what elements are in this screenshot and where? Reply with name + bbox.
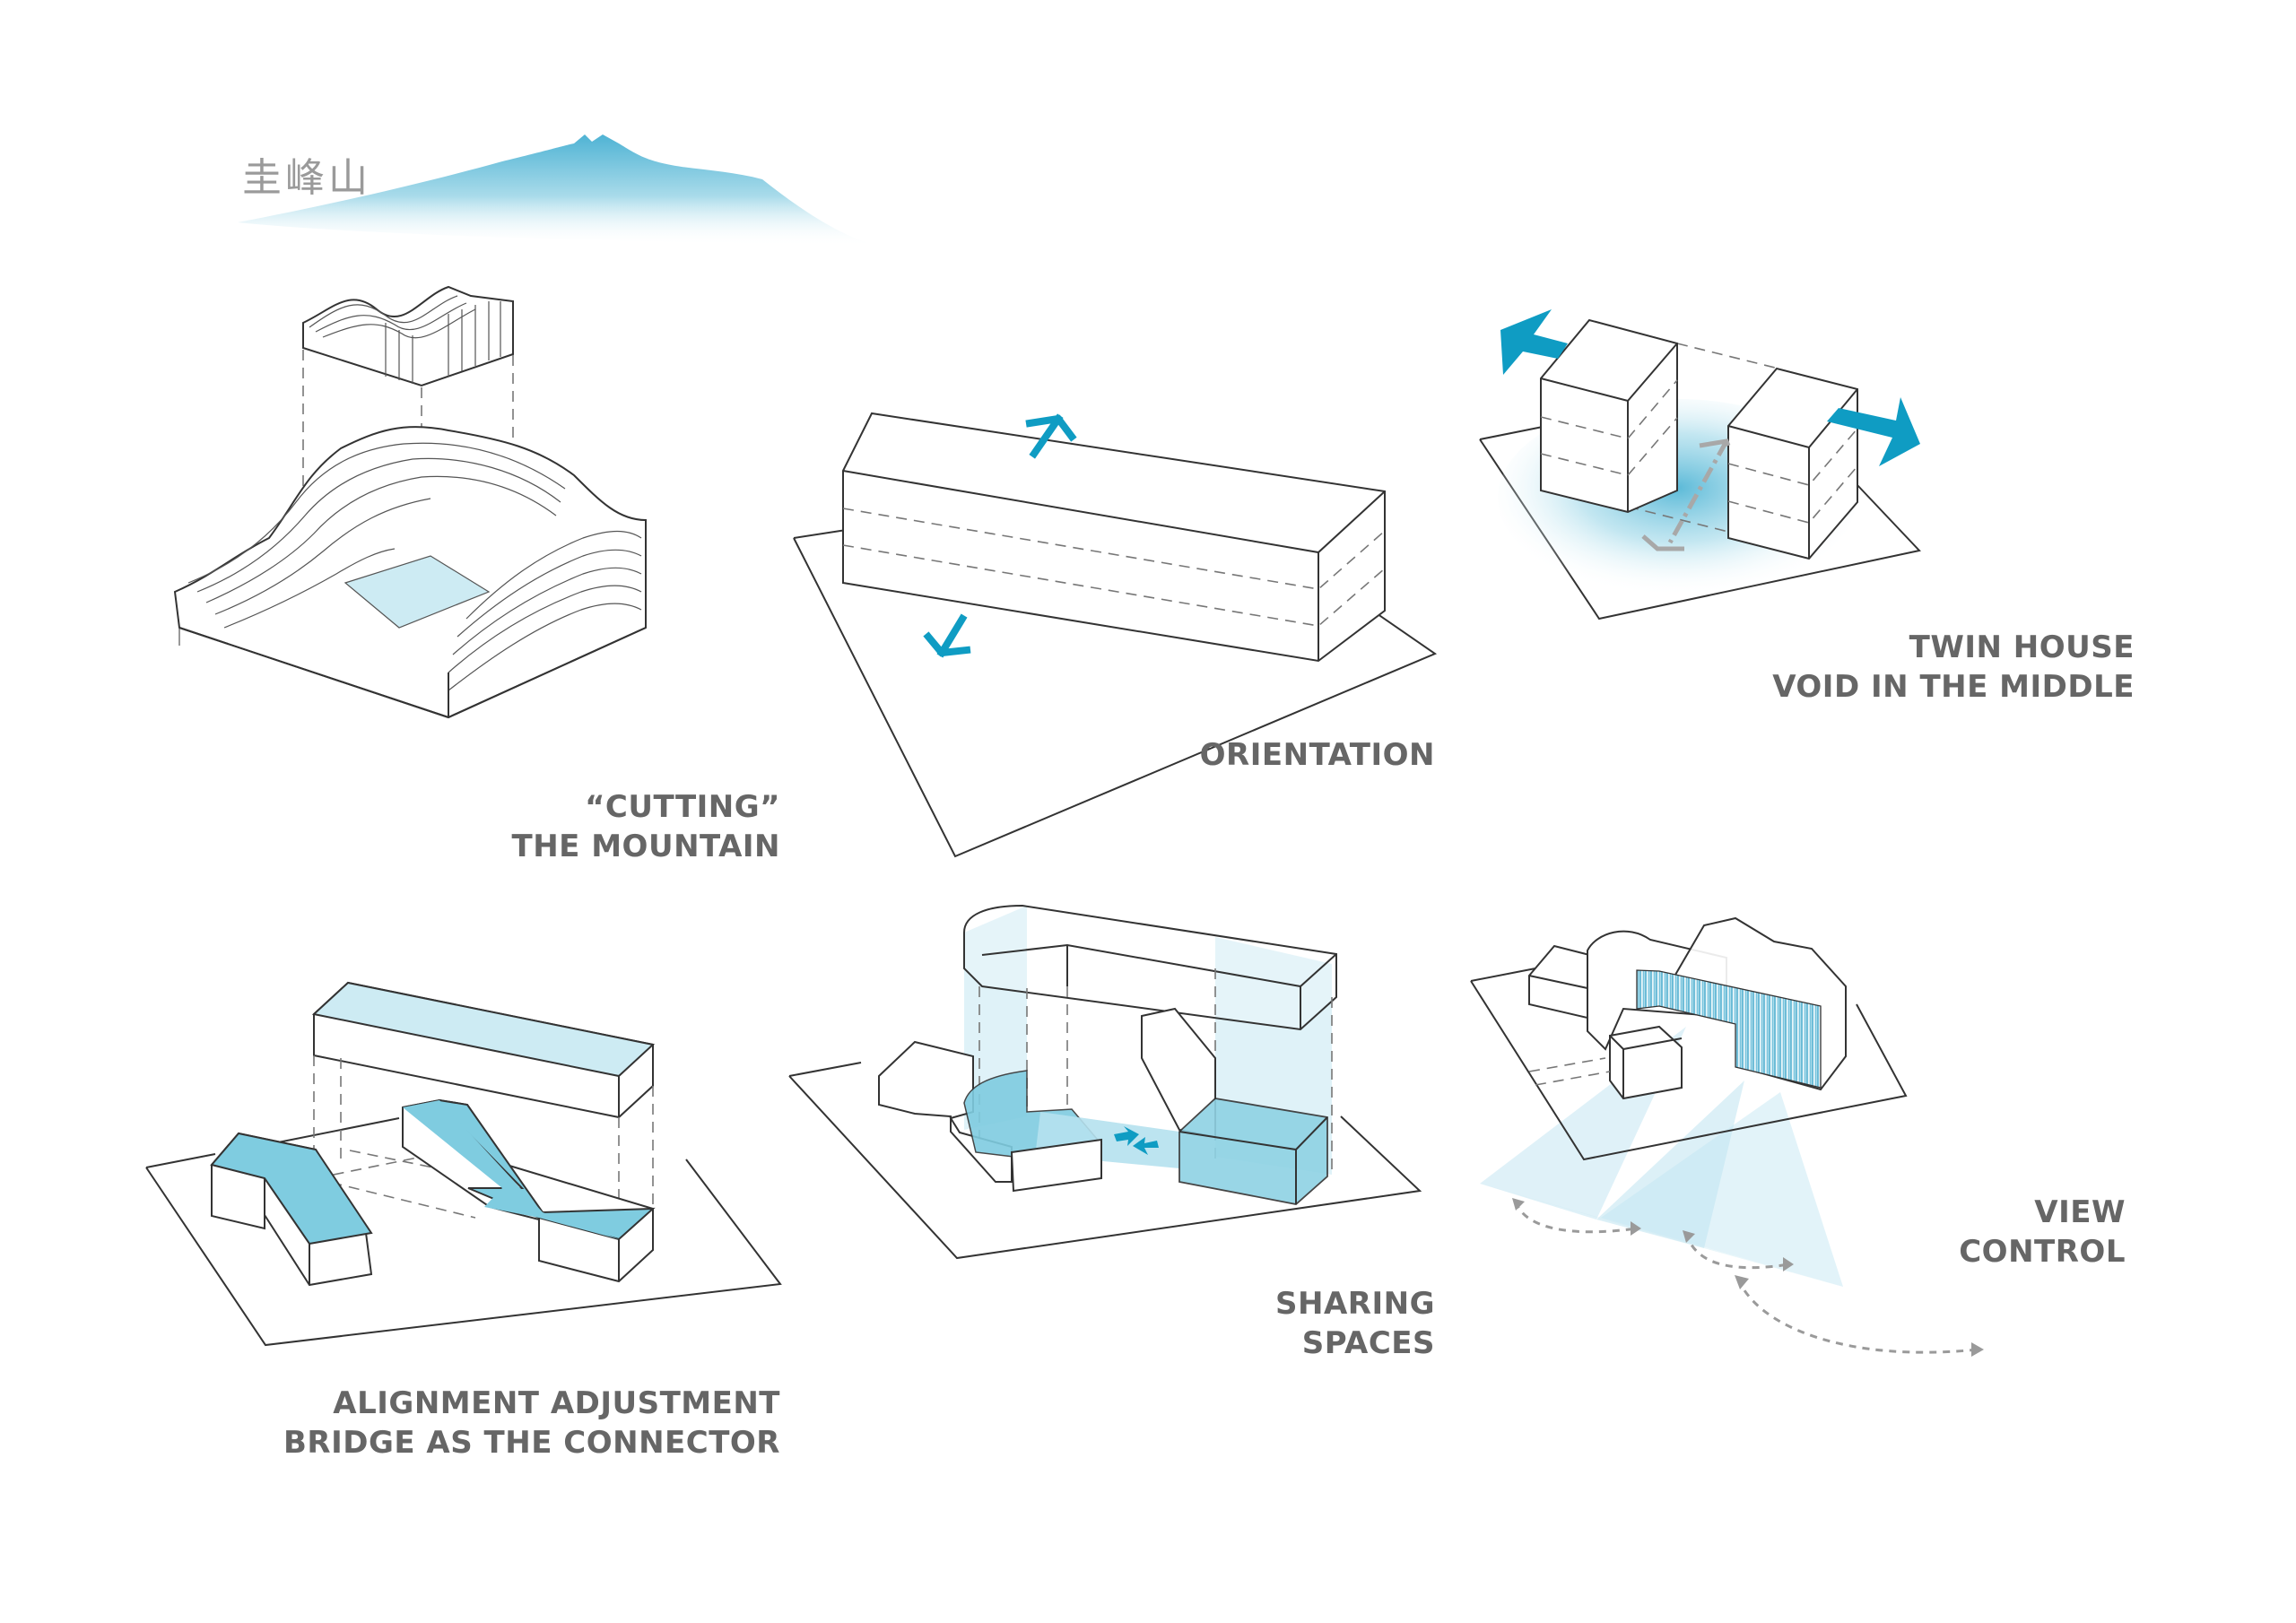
label-line: THE MOUNTAIN bbox=[511, 829, 780, 864]
label-line: ALIGNMENT ADJUSTMENT bbox=[333, 1385, 780, 1421]
label-line: SHARING bbox=[1275, 1286, 1435, 1322]
sharing-arrow-in-right bbox=[1133, 1137, 1159, 1155]
label-line: VOID IN THE MIDDLE bbox=[1772, 669, 2135, 705]
void-circulation-arrow bbox=[1641, 438, 1731, 551]
twin-arrow-left bbox=[1500, 309, 1568, 375]
mountain-silhouette bbox=[238, 135, 883, 247]
label-twin-house: TWIN HOUSE VOID IN THE MIDDLE bbox=[1772, 628, 2135, 707]
site-void-plane bbox=[344, 555, 491, 629]
cutting-mountain-drawing bbox=[173, 285, 647, 719]
alignment-drawing bbox=[145, 981, 782, 1347]
orientation-drawing bbox=[793, 412, 1438, 858]
view-arrowheads bbox=[1512, 1198, 1984, 1357]
twin-house-drawing bbox=[1479, 309, 1921, 621]
label-cutting-mountain: “CUTTING” THE MOUNTAIN bbox=[512, 787, 780, 866]
sharing-arrow-in-left bbox=[1114, 1126, 1139, 1146]
mountain-name-caption: 圭峰山 bbox=[242, 155, 371, 201]
label-sharing-spaces: SHARING SPACES bbox=[1275, 1284, 1435, 1363]
label-line: BRIDGE AS THE CONNECTOR bbox=[283, 1425, 780, 1461]
label-line: CONTROL bbox=[1959, 1234, 2126, 1270]
view-range-arrows bbox=[1514, 1201, 1979, 1354]
sharing-spaces-drawing bbox=[788, 904, 1422, 1260]
orientation-arrow-south bbox=[923, 613, 971, 658]
label-orientation: ORIENTATION bbox=[1200, 735, 1435, 775]
label-line: TWIN HOUSE bbox=[1909, 629, 2135, 665]
view-control-drawing bbox=[1470, 916, 1984, 1357]
label-line: “CUTTING” bbox=[585, 789, 780, 825]
twin-arrow-right bbox=[1827, 397, 1920, 466]
label-line: VIEW bbox=[2034, 1194, 2126, 1230]
label-view-control: VIEW CONTROL bbox=[1959, 1193, 2126, 1271]
label-line: ORIENTATION bbox=[1199, 737, 1435, 773]
label-alignment-adjustment: ALIGNMENT ADJUSTMENT BRIDGE AS THE CONNE… bbox=[283, 1384, 780, 1462]
orientation-arrow-north bbox=[1025, 413, 1077, 459]
label-line: SPACES bbox=[1301, 1325, 1435, 1361]
